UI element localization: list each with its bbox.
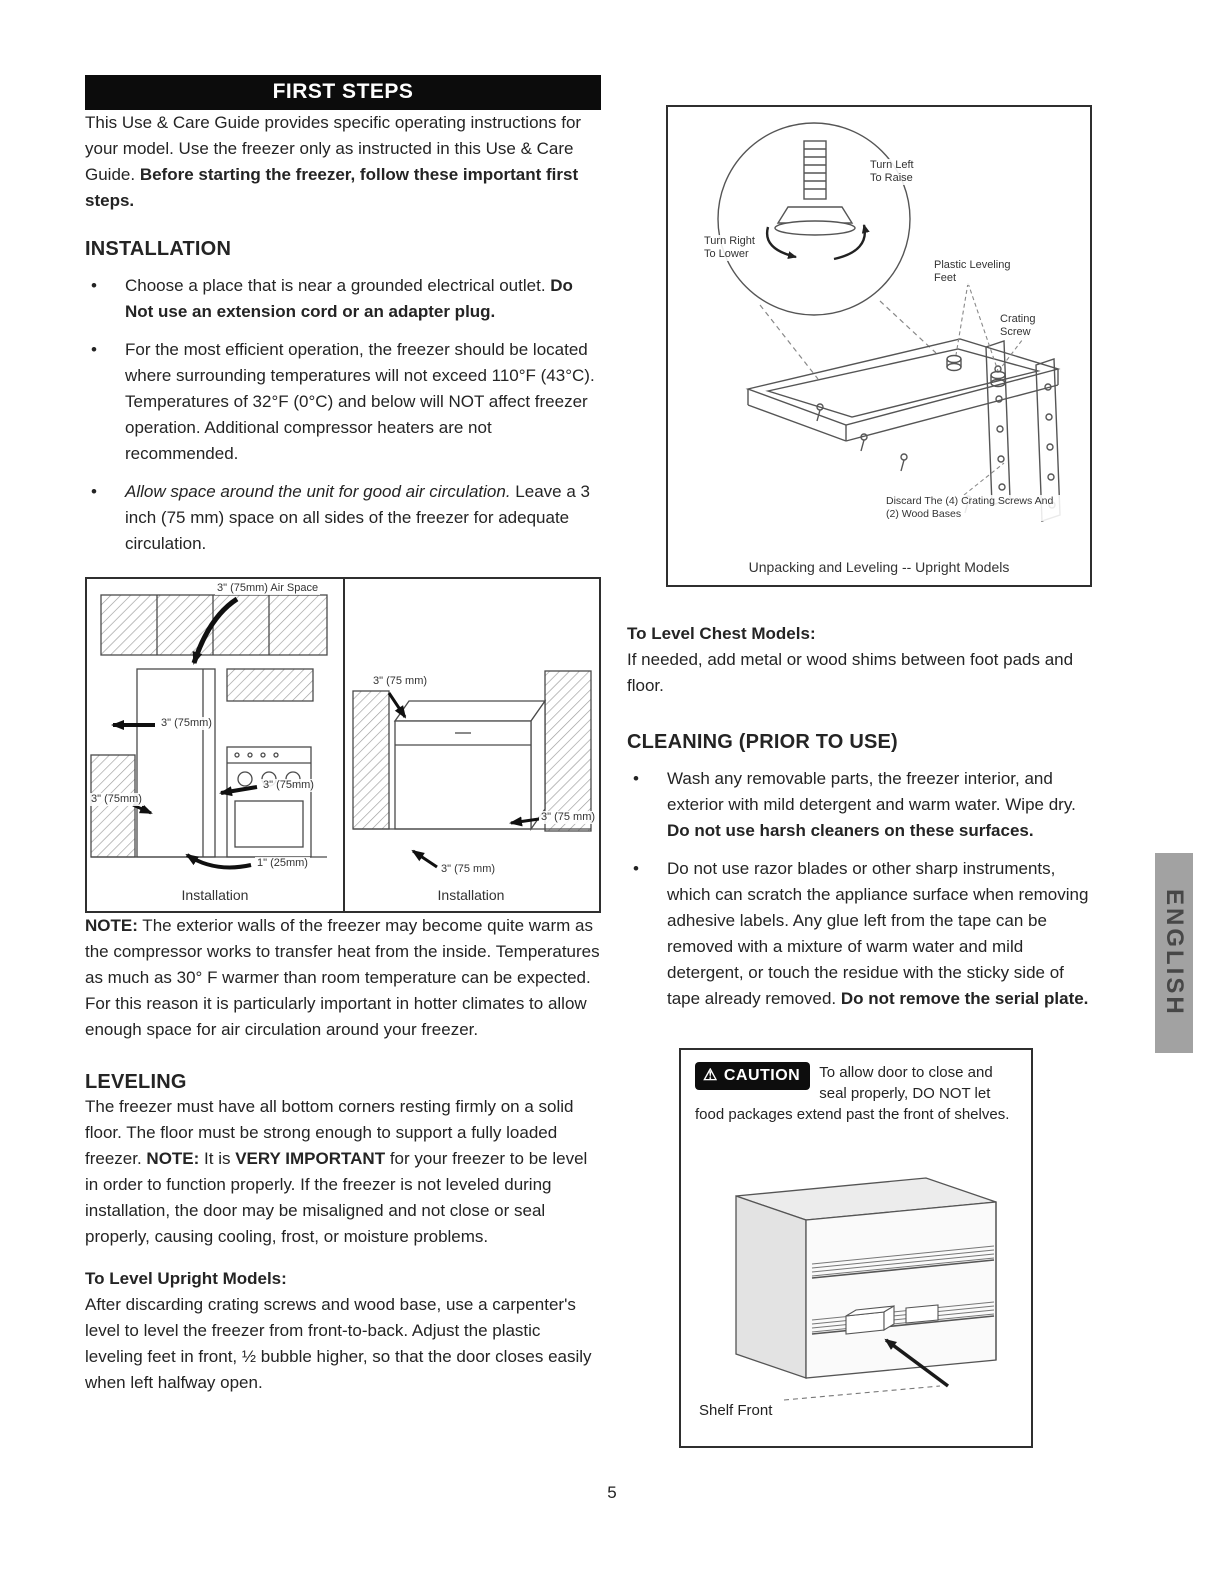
clearance-label: 3" (75mm) [159, 717, 214, 730]
bullet-text-normal: Do not use razor blades or other sharp i… [667, 859, 1089, 1008]
leveling-heading: LEVELING [85, 1071, 187, 1093]
clearance-label: 3" (75mm) [261, 779, 316, 792]
list-item: • Wash any removable parts, the freezer … [627, 766, 1093, 844]
leveling-note-label: NOTE: [146, 1149, 200, 1168]
figure-caption: Installation [437, 887, 505, 903]
right-column: Turn Left To Raise Turn Right To Lower P… [627, 105, 1093, 1448]
leveling-text: The freezer must have all bottom corners… [85, 1097, 574, 1168]
bullet-text: Choose a place that is near a grounded e… [125, 273, 601, 325]
bullet-text-bold: Do Not use an extension cord or an adapt… [125, 276, 573, 321]
figure-caption: Unpacking and Leveling -- Upright Models [748, 559, 1010, 575]
bullet-icon: • [91, 276, 97, 295]
list-item: • Allow space around the unit for good a… [85, 479, 601, 557]
bullet-text: For the most efficient operation, the fr… [125, 340, 595, 463]
bullet-text-normal: Choose a place that is near a grounded e… [125, 276, 551, 295]
leveling-text: It is [199, 1149, 236, 1168]
figure-caption: Installation [181, 887, 249, 903]
bullet-text-bold: Do not remove the serial plate. [840, 989, 1089, 1008]
caution-figure: ⚠ CAUTION To allow door to close and seal… [679, 1048, 1033, 1448]
note-label: NOTE: [85, 916, 138, 935]
unpacking-leveling-diagram [717, 122, 1061, 522]
kitchen-clearance-diagram [90, 594, 592, 870]
note-text: The exterior walls of the freezer may be… [85, 916, 600, 1039]
leveling-important: VERY IMPORTANT [235, 1149, 386, 1168]
section-banner: FIRST STEPS [85, 75, 601, 110]
caution-badge-label: CAUTION [723, 1067, 801, 1084]
cleaning-heading: CLEANING (PRIOR TO USE) [627, 731, 898, 753]
crating-screw-label: Crating Screw [998, 313, 1050, 339]
list-item: • For the most efficient operation, the … [85, 337, 601, 467]
plastic-feet-label: Plastic Leveling Feet [932, 259, 1014, 285]
bullet-text-normal: Leave a 3 inch (75 mm) space on all side… [125, 482, 590, 553]
bullet-text: Wash any removable parts, the freezer in… [667, 766, 1093, 844]
clearance-label: 3" (75 mm) [371, 675, 430, 688]
installation-heading: INSTALLATION [85, 238, 232, 260]
shelf-front-diagram [735, 1177, 997, 1401]
shelf-front-label: Shelf Front [699, 1402, 773, 1419]
leveling-paragraph: The freezer must have all bottom corners… [85, 1094, 601, 1250]
clearance-label: 3" (75 mm) [539, 811, 598, 824]
caution-message: To allow door to close and seal properly… [695, 1064, 1010, 1123]
turn-left-label: Turn Left To Raise [868, 159, 920, 185]
figure-panel-divider [343, 579, 345, 911]
list-item: • Do not use razor blades or other sharp… [627, 856, 1093, 1012]
left-column: FIRST STEPS This Use & Care Guide provid… [85, 75, 601, 1396]
note-paragraph: NOTE: The exterior walls of the freezer … [85, 913, 601, 1043]
chest-models-text: If needed, add metal or wood shims betwe… [627, 650, 1074, 695]
bullet-icon: • [91, 482, 97, 501]
bullet-text: Allow space around the unit for good air… [125, 479, 601, 557]
bullet-text-bold: Do not use harsh cleaners on these surfa… [667, 821, 1034, 840]
clearance-label: 3" (75mm) [89, 793, 144, 806]
caution-badge: ⚠ CAUTION [695, 1062, 811, 1090]
intro-text: This Use & Care Guide provides specific … [85, 113, 582, 184]
list-item: • Choose a place that is near a grounded… [85, 273, 601, 325]
bullet-text: Do not use razor blades or other sharp i… [667, 856, 1093, 1012]
bullet-text-normal: Wash any removable parts, the freezer in… [667, 769, 1076, 814]
section-banner-title: FIRST STEPS [272, 80, 414, 103]
chest-models-heading: To Level Chest Models: [627, 624, 816, 643]
upright-models-heading: To Level Upright Models: [85, 1269, 287, 1288]
clearance-label: 3" (75 mm) [439, 863, 498, 876]
caution-text-block: ⚠ CAUTION To allow door to close and seal… [695, 1062, 1019, 1125]
discard-label: Discard The (4) Crating Screws And (2) W… [884, 495, 1070, 521]
bullet-text-italic: Allow space around the unit for good air… [125, 482, 511, 501]
installation-clearance-figure: 3" (75mm) Air Space 3" (75mm) 3" (75mm) … [85, 577, 601, 913]
bullet-icon: • [91, 340, 97, 359]
clearance-label: 1" (25mm) [255, 857, 310, 870]
bullet-icon: • [633, 769, 639, 788]
bullet-icon: • [633, 859, 639, 878]
unpacking-leveling-figure: Turn Left To Raise Turn Right To Lower P… [666, 105, 1092, 587]
intro-text-bold: Before starting the freezer, follow thes… [85, 165, 579, 210]
turn-right-label: Turn Right To Lower [702, 235, 760, 261]
page-number: 5 [607, 1483, 617, 1502]
intro-paragraph: This Use & Care Guide provides specific … [85, 110, 601, 214]
air-space-label: 3" (75mm) Air Space [215, 582, 321, 595]
upright-models-text: After discarding crating screws and wood… [85, 1295, 592, 1392]
leveling-text: for your freezer to be level in order to… [85, 1149, 588, 1246]
warning-icon: ⚠ [703, 1067, 718, 1084]
language-tab: ENGLISH [1155, 853, 1193, 1053]
